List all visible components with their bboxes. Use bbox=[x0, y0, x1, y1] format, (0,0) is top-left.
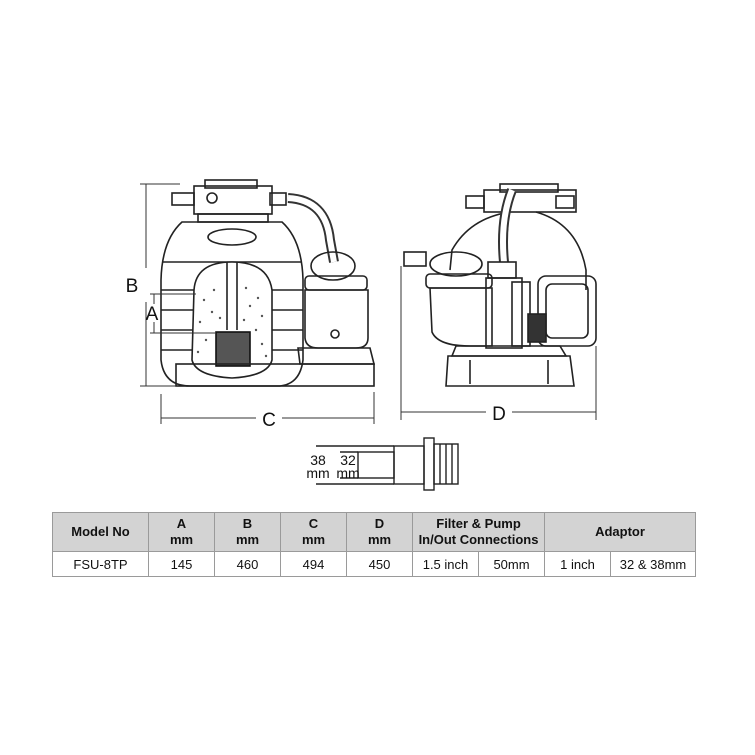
front-pump-volute bbox=[485, 277, 523, 349]
pump-strainer-ring bbox=[304, 275, 368, 291]
header-model: Model No bbox=[52, 512, 149, 552]
pump-base bbox=[297, 347, 376, 365]
dimension-label-a: A bbox=[146, 304, 159, 325]
table-row: FSU-8TP 145 460 494 450 1.5 inch 50mm 1 … bbox=[52, 551, 697, 577]
valve-cap bbox=[204, 179, 258, 189]
lateral-assembly bbox=[215, 331, 251, 367]
side-view bbox=[160, 179, 376, 387]
front-motor bbox=[537, 275, 597, 347]
hose-adaptor bbox=[316, 437, 459, 491]
header-a-unit: mm bbox=[169, 532, 194, 547]
header-connections-top: Filter & Pump bbox=[436, 516, 521, 531]
adaptor-unit-32: mm bbox=[336, 465, 359, 481]
header-adaptor: Adaptor bbox=[544, 512, 697, 552]
dimension-label-d: D bbox=[492, 404, 506, 425]
pump-lid bbox=[310, 251, 356, 281]
cell-filter-connection: 1.5 inch bbox=[412, 551, 479, 577]
multiport-valve bbox=[193, 185, 273, 215]
front-pump-body bbox=[429, 287, 493, 347]
front-union bbox=[487, 261, 517, 279]
front-pump-lid bbox=[429, 251, 483, 277]
header-d-text: D bbox=[374, 516, 385, 531]
valve-port-right bbox=[269, 192, 287, 206]
cell-model: FSU-8TP bbox=[52, 551, 149, 577]
cell-b: 460 bbox=[214, 551, 281, 577]
adaptor-label-32: 32 bbox=[340, 452, 356, 468]
dimension-lines-right bbox=[400, 266, 597, 420]
header-d-unit: mm bbox=[367, 532, 392, 547]
header-connections-bottom: In/Out Connections bbox=[418, 532, 539, 547]
cell-pump-connection: 50mm bbox=[477, 551, 546, 577]
adaptor-flange bbox=[423, 437, 435, 491]
header-a-text: A bbox=[176, 516, 187, 531]
dimension-label-b: B bbox=[126, 276, 139, 297]
header-b-text: B bbox=[242, 516, 253, 531]
cell-c: 494 bbox=[280, 551, 347, 577]
cell-adaptor-1: 1 inch bbox=[544, 551, 612, 577]
dimension-lines-left bbox=[140, 183, 375, 424]
header-adaptor-text: Adaptor bbox=[595, 524, 645, 539]
cell-d: 450 bbox=[346, 551, 413, 577]
front-base bbox=[445, 355, 575, 387]
adaptor-label-38: 38 bbox=[310, 452, 326, 468]
pump-housing bbox=[304, 289, 369, 349]
cell-adaptor-2: 32 & 38mm bbox=[610, 551, 697, 577]
adaptor-38mm-section bbox=[393, 445, 425, 485]
adaptor-32mm-section bbox=[357, 451, 395, 479]
adaptor-unit-38: mm bbox=[306, 465, 329, 481]
front-tank-side bbox=[535, 211, 587, 290]
filter-base bbox=[175, 363, 375, 387]
cell-a: 145 bbox=[148, 551, 215, 577]
dimension-label-c: C bbox=[262, 410, 276, 431]
technical-drawing: B A C D bbox=[126, 179, 597, 491]
sand-media bbox=[196, 286, 268, 358]
front-view bbox=[403, 183, 597, 387]
header-model-text: Model No bbox=[71, 524, 130, 539]
tank-cutaway bbox=[191, 261, 273, 379]
header-c-unit: mm bbox=[301, 532, 326, 547]
valve-port-left bbox=[171, 192, 195, 206]
front-pump-inlet bbox=[403, 251, 427, 267]
header-b-unit: mm bbox=[235, 532, 260, 547]
header-c-text: C bbox=[308, 516, 319, 531]
